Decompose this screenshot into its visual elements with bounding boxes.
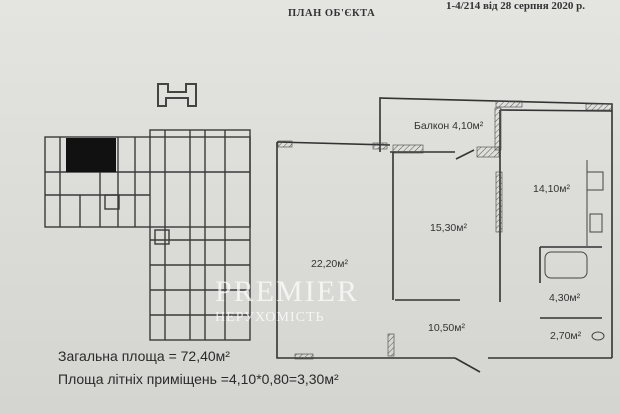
summer-area: Площа літніх приміщень =4,10*0,80=3,30м² (58, 371, 339, 387)
hatched-walls (277, 100, 613, 360)
room-label-bathroom: 4,30м² (549, 292, 581, 304)
building-key-plan (44, 129, 251, 341)
stove-icon (586, 171, 604, 191)
document-reference: 1-4/214 від 28 серпня 2020 р. (446, 0, 586, 12)
room-label-toilet: 2,70м² (550, 330, 582, 342)
sink-icon (589, 213, 603, 233)
room-label-hallway: 10,50м² (428, 322, 465, 334)
apartment-highlight (66, 138, 116, 172)
toilet-icon (591, 331, 605, 341)
bathtub-icon (544, 251, 588, 279)
room-label-room-22: 22,20м² (311, 258, 348, 270)
room-label-balcony: Балкон 4,10м² (414, 120, 484, 132)
document-title: ПЛАН ОБ'ЄКТА (288, 8, 376, 19)
room-label-kitchen: 14,10м² (533, 183, 570, 195)
total-area: Загальна площа = 72,40м² (58, 348, 230, 364)
bathroom-fixtures (544, 160, 605, 341)
watermark-subtitle: НЕРУХОМІСТЬ (215, 310, 325, 325)
room-label-room-15: 15,30м² (430, 222, 467, 234)
building-key-symbol (157, 83, 197, 107)
watermark-brand: PREMIER (215, 275, 360, 308)
apartment-walls (276, 97, 613, 373)
